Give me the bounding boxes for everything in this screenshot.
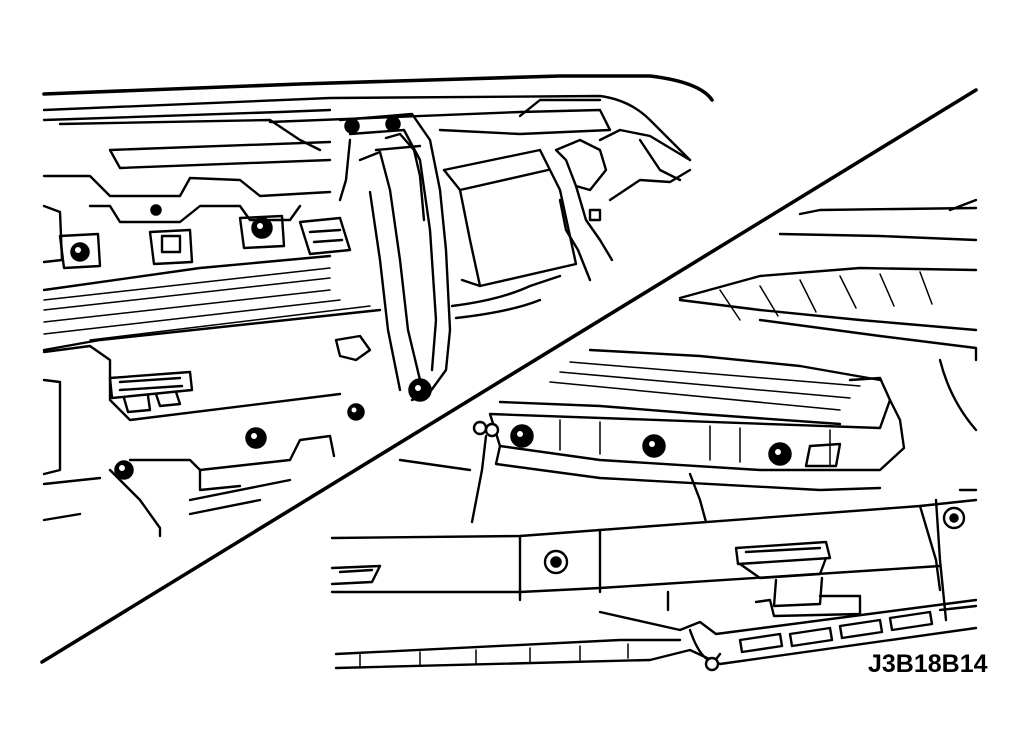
defroster-duct-lower	[518, 98, 602, 118]
lower-panel-rib-4	[43, 299, 341, 335]
tray-rib-2	[559, 371, 851, 399]
figure-reference-code: J3B18B14	[868, 650, 988, 678]
bracket-bolt-icon	[344, 118, 360, 134]
tray-rib-3	[549, 381, 841, 411]
glovebox-bracket-assembly	[338, 112, 452, 402]
lower-main-panel	[330, 498, 978, 602]
upper-panel-top-inner-edge	[42, 94, 692, 162]
left-mounting-block-3	[238, 214, 286, 250]
small-bolt-icon	[150, 204, 162, 216]
crossmember-bracket	[488, 376, 906, 492]
bottom-sill-rail	[334, 598, 978, 672]
defroster-duct	[268, 108, 612, 136]
lower-left-bracket	[42, 434, 336, 538]
left-mounting-block-1	[58, 232, 102, 270]
back-panel-edge	[798, 206, 978, 216]
bracket-bolt-icon	[385, 116, 401, 132]
deck-strip	[108, 140, 332, 170]
left-lower-fascia-edge	[42, 378, 62, 476]
upper-panel-trim-strip	[58, 118, 322, 152]
right-frame-post	[934, 488, 978, 622]
upper-brace-hatching	[719, 271, 933, 321]
diagonal-divider-line	[40, 88, 978, 664]
bolt-icon	[347, 403, 365, 421]
upper-left-panel-instrument-panel-view	[42, 74, 714, 538]
lower-bolt-row	[114, 403, 365, 480]
right-side-harness	[554, 128, 692, 282]
lower-right-panel-crossmember-view	[330, 198, 978, 672]
upper-brace-1	[778, 232, 978, 242]
wire-clip	[470, 420, 708, 524]
tray-rib-1	[569, 361, 861, 387]
left-dash-panel-lower	[42, 204, 64, 264]
center-support-bracket	[298, 216, 352, 256]
lower-panel-front-edge	[42, 308, 382, 352]
panel-tab-hook	[334, 334, 372, 362]
tray-top-edge	[588, 348, 882, 382]
latch-handle	[734, 540, 862, 618]
right-curved-frame	[938, 198, 978, 432]
upper-panel-second-edge	[42, 108, 332, 122]
upper-panel-top-edge	[42, 74, 714, 102]
tray-front-edge	[498, 400, 842, 426]
left-dash-panel-outline	[42, 174, 332, 198]
lower-panel-rib-2	[43, 277, 331, 311]
lower-left-rail	[398, 458, 472, 472]
lower-panel-rib-5	[89, 305, 371, 341]
left-dash-bracket	[88, 204, 302, 224]
upper-brace-3	[678, 298, 978, 332]
lower-panel-rib-1	[43, 267, 331, 301]
upper-brace-4	[758, 318, 978, 362]
left-mounting-block-2	[148, 228, 194, 266]
upper-brace-2	[678, 266, 978, 300]
airbag-module	[442, 148, 578, 320]
wiring-connector	[108, 370, 194, 414]
lower-panel-top-edge	[42, 254, 332, 292]
lower-panel-rib-3	[43, 289, 331, 323]
